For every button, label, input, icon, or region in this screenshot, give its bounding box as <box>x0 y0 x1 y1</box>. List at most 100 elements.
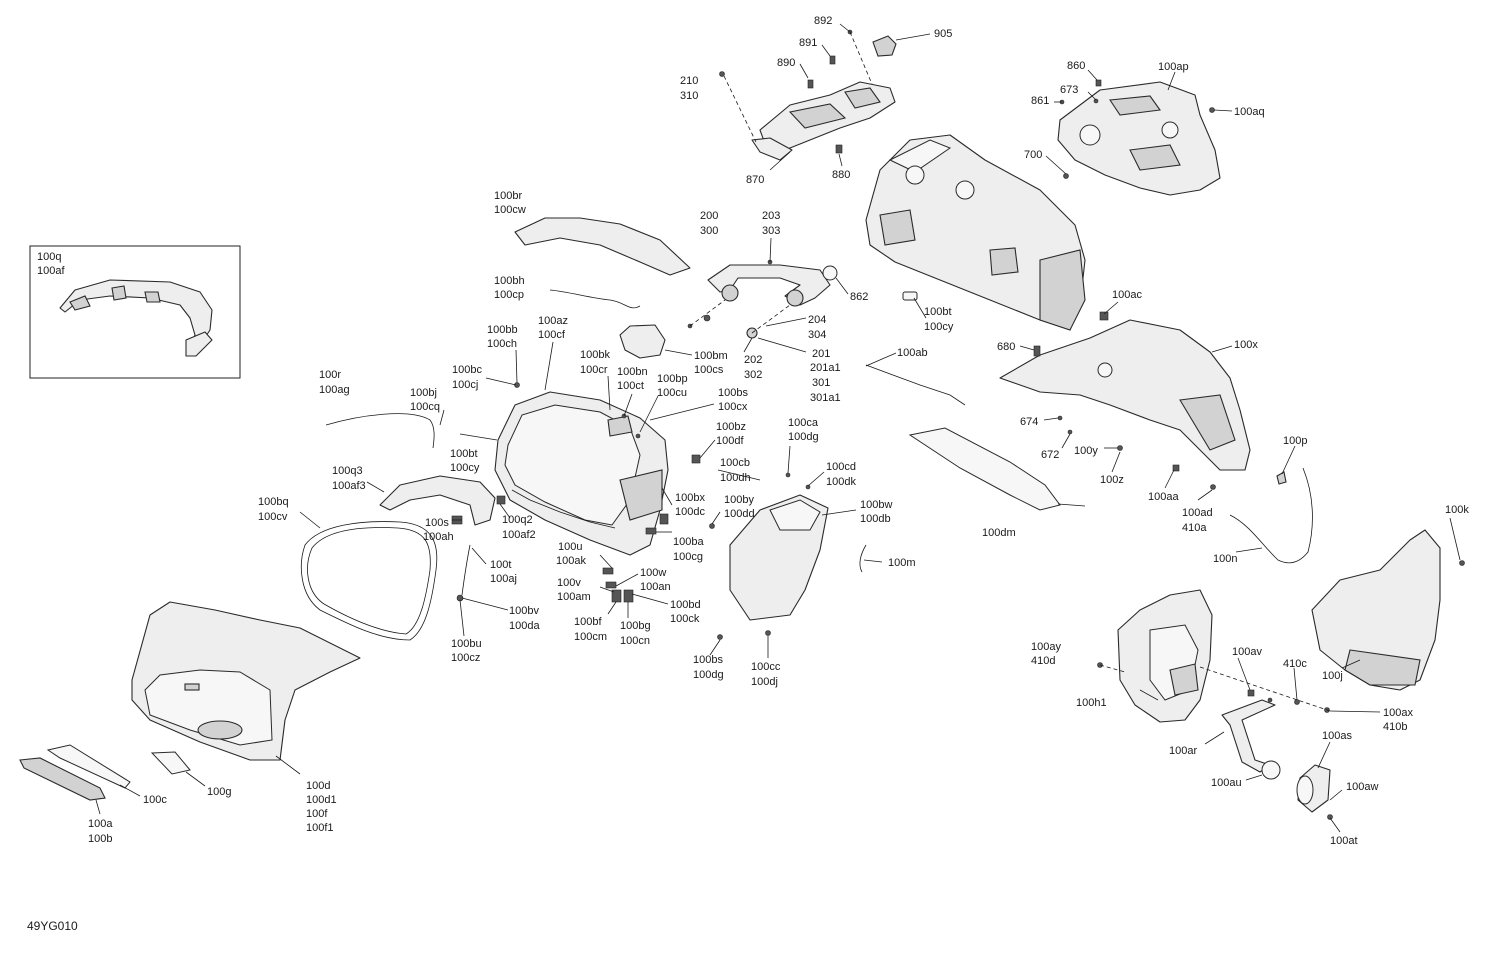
label-100ck: 100ck <box>670 613 700 625</box>
label-100ct: 100ct <box>617 380 644 392</box>
label-100cz: 100cz <box>451 652 480 664</box>
label-100bt-b: 100bt <box>450 448 478 460</box>
label-100dk: 100dk <box>826 476 856 488</box>
part-labels: 892 905 891 890 210 310 870 880 860 673 … <box>37 15 1469 847</box>
label-202: 202 <box>744 354 762 366</box>
saddlebag-body <box>494 382 701 556</box>
label-100f: 100f <box>306 808 328 820</box>
label-100cx: 100cx <box>718 401 748 413</box>
label-100ag: 100ag <box>319 384 350 396</box>
label-100cs: 100cs <box>694 364 724 376</box>
label-100as: 100as <box>1322 730 1352 742</box>
label-100d1: 100d1 <box>306 794 337 806</box>
label-100da: 100da <box>509 620 540 632</box>
label-674: 674 <box>1020 416 1038 428</box>
label-100z: 100z <box>1100 474 1124 486</box>
label-100cu: 100cu <box>657 387 687 399</box>
label-100ac: 100ac <box>1112 289 1142 301</box>
label-410a: 410a <box>1182 522 1207 534</box>
label-100ak: 100ak <box>556 555 586 567</box>
label-100u: 100u <box>558 541 582 553</box>
diagram-code: 49YG010 <box>27 919 78 933</box>
label-100af3: 100af3 <box>332 480 366 492</box>
label-100q: 100q <box>37 251 61 263</box>
support-rod <box>865 364 966 406</box>
label-100x: 100x <box>1234 339 1258 351</box>
label-100dj: 100dj <box>751 676 778 688</box>
light-housing <box>1296 764 1333 820</box>
label-100cy-a: 100cy <box>924 321 954 333</box>
label-100ca: 100ca <box>788 417 819 429</box>
top-bracket <box>751 29 897 161</box>
label-100ax: 100ax <box>1383 707 1413 719</box>
label-100cr: 100cr <box>580 364 608 376</box>
label-860: 860 <box>1067 60 1085 72</box>
label-100bh: 100bh <box>494 275 525 287</box>
handle-bar <box>687 259 838 339</box>
label-210: 210 <box>680 75 698 87</box>
label-300: 300 <box>700 225 718 237</box>
label-100a: 100a <box>88 818 113 830</box>
label-100cc: 100cc <box>751 661 781 673</box>
label-200: 200 <box>700 210 718 222</box>
label-100dh: 100dh <box>720 472 751 484</box>
label-100bg: 100bg <box>620 620 651 632</box>
label-861: 861 <box>1031 95 1049 107</box>
grommet <box>902 291 918 301</box>
label-100bq: 100bq <box>258 496 289 508</box>
label-680: 680 <box>997 341 1015 353</box>
label-100aj: 100aj <box>490 573 517 585</box>
label-870: 870 <box>746 174 764 186</box>
label-100am: 100am <box>557 591 591 603</box>
label-204: 204 <box>808 314 826 326</box>
rear-fender <box>1117 589 1213 723</box>
mounting-bracket <box>999 311 1251 490</box>
label-100s: 100s <box>425 517 449 529</box>
lid-trim-strip <box>19 757 106 801</box>
label-100bw: 100bw <box>860 499 892 511</box>
label-100an: 100an <box>640 581 671 593</box>
label-100k: 100k <box>1445 504 1469 516</box>
leader-lines <box>95 23 1461 833</box>
edge-seal <box>325 413 435 449</box>
latch-housing <box>619 324 666 359</box>
rack-frame <box>1057 79 1221 196</box>
label-100cv: 100cv <box>258 511 288 523</box>
label-100bp: 100bp <box>657 373 688 385</box>
label-892: 892 <box>814 15 832 27</box>
label-100ap: 100ap <box>1158 61 1189 73</box>
label-100cb: 100cb <box>720 457 750 469</box>
label-100dg-a: 100dg <box>788 431 819 443</box>
label-891: 891 <box>799 37 817 49</box>
label-410c: 410c <box>1283 658 1307 670</box>
label-201a1: 201a1 <box>810 362 841 374</box>
label-100cy-b: 100cy <box>450 462 480 474</box>
reflector <box>1276 471 1287 485</box>
label-100n: 100n <box>1213 553 1237 565</box>
label-100j: 100j <box>1322 670 1343 682</box>
top-case-body <box>865 134 1086 331</box>
lid-seal <box>300 521 438 641</box>
label-100q3: 100q3 <box>332 465 363 477</box>
flex-strip <box>859 544 867 573</box>
label-862: 862 <box>850 291 868 303</box>
label-100ab: 100ab <box>897 347 928 359</box>
label-100w: 100w <box>640 567 666 579</box>
trim-wire <box>1229 467 1313 564</box>
label-100cm: 100cm <box>574 631 607 643</box>
label-100cn: 100cn <box>620 635 650 647</box>
label-100t: 100t <box>490 559 511 571</box>
label-100y: 100y <box>1074 445 1098 457</box>
inner-trim <box>379 475 496 526</box>
label-100bz: 100bz <box>716 421 746 433</box>
label-301: 301 <box>812 377 830 389</box>
label-100ar: 100ar <box>1169 745 1197 757</box>
label-100bc: 100bc <box>452 364 482 376</box>
upper-trim <box>514 217 691 276</box>
label-100h1: 100h1 <box>1076 697 1107 709</box>
label-100q2: 100q2 <box>502 514 533 526</box>
label-100v: 100v <box>557 577 581 589</box>
tail-panel <box>1311 529 1465 691</box>
label-100bb: 100bb <box>487 324 518 336</box>
label-410b: 410b <box>1383 721 1407 733</box>
